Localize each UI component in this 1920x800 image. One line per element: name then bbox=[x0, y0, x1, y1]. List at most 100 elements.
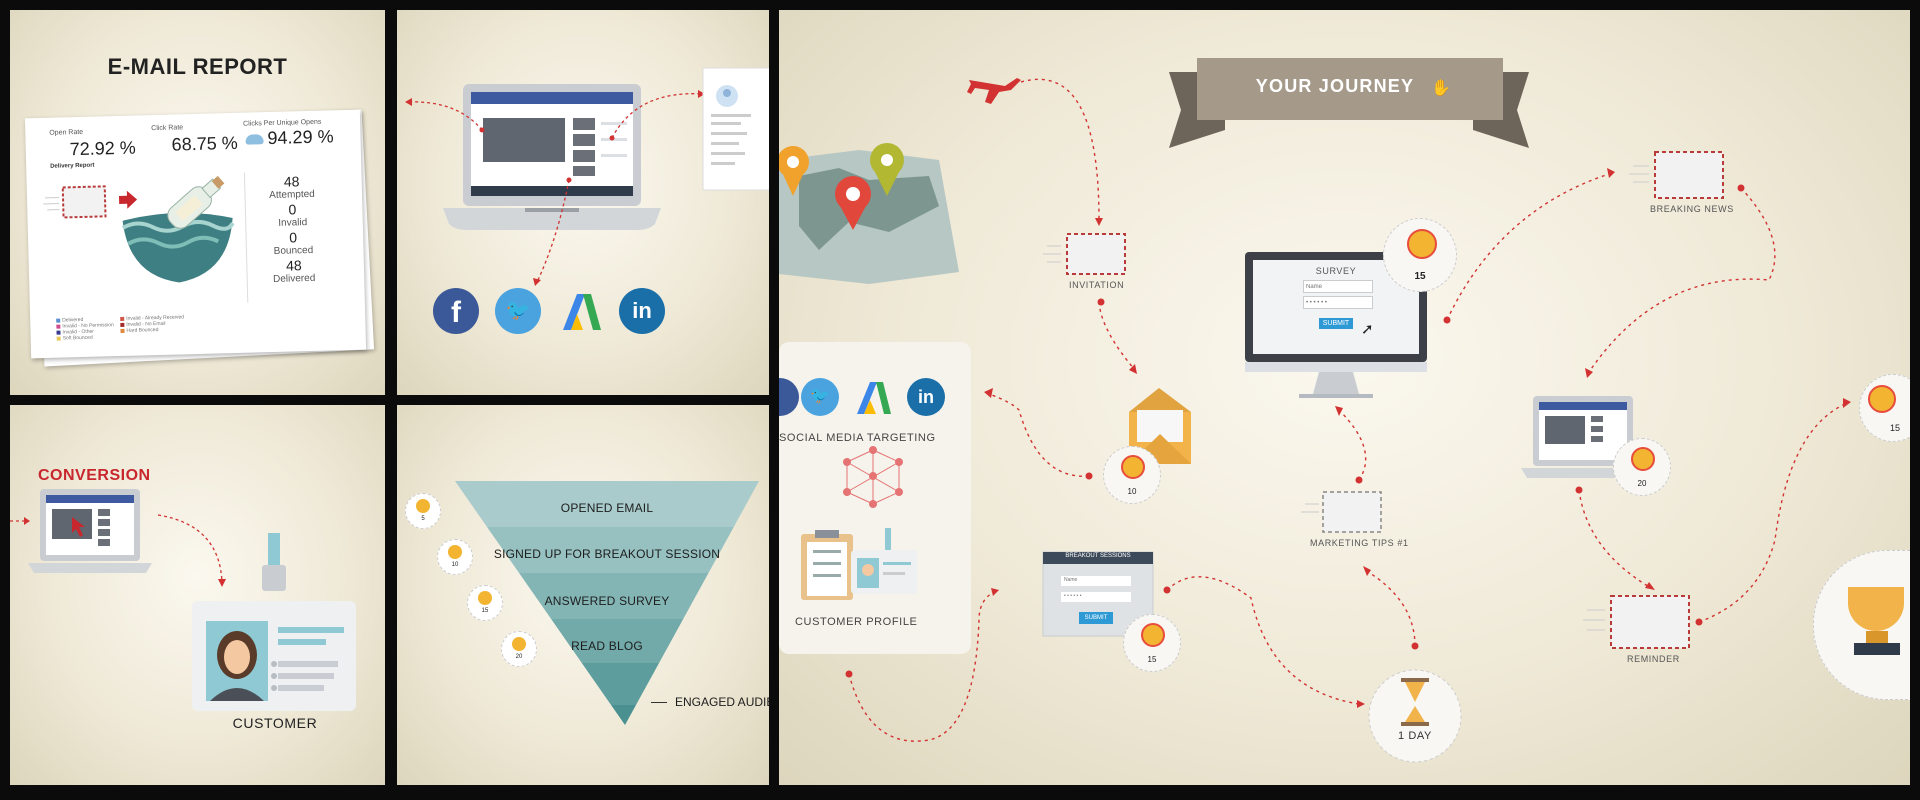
award-icon bbox=[448, 545, 462, 559]
invalid-label: Invalid bbox=[278, 217, 308, 229]
envelope-icon bbox=[43, 185, 107, 219]
bounced-label: Bounced bbox=[273, 244, 314, 257]
reminder-envelope-icon bbox=[1583, 595, 1690, 649]
email-report-panel: E-MAIL REPORT Open Rate 72.92 % Click Ra… bbox=[10, 10, 385, 395]
funnel-stage-4: READ BLOG bbox=[571, 639, 643, 653]
laptop-award-badge: 20 bbox=[1613, 438, 1671, 496]
award-icon bbox=[1631, 447, 1655, 471]
award-icon bbox=[1868, 385, 1896, 413]
conversion-title: CONVERSION bbox=[38, 467, 151, 484]
map-pin-orange bbox=[779, 146, 809, 196]
badge-value: 20 bbox=[515, 654, 523, 660]
survey-name-input[interactable] bbox=[1303, 280, 1373, 293]
marketing-tips-label: MARKETING TIPS #1 bbox=[1310, 538, 1409, 548]
breaking-news-label: BREAKING NEWS bbox=[1650, 204, 1734, 214]
facebook-icon[interactable] bbox=[779, 378, 799, 416]
award-icon bbox=[1141, 623, 1165, 647]
badge-value: 15 bbox=[481, 608, 489, 614]
airplane-icon bbox=[967, 78, 1021, 104]
funnel-badge-1: 5 bbox=[405, 493, 441, 529]
breakout-submit-button[interactable]: SUBMIT bbox=[1084, 615, 1108, 621]
envelope-award-badge: 10 bbox=[1103, 446, 1161, 504]
badge-value: 5 bbox=[421, 516, 425, 522]
id-card-icon bbox=[851, 528, 917, 594]
clipboard-icon bbox=[801, 530, 853, 600]
journey-illustration bbox=[779, 58, 1851, 763]
linkedin-glyph: in bbox=[918, 387, 934, 407]
customer-label: CUSTOMER bbox=[232, 715, 318, 731]
bottle-illustration bbox=[43, 172, 249, 303]
invalid-value: 0 bbox=[288, 201, 297, 218]
attempted-label: Attempted bbox=[269, 188, 315, 202]
map-pin-green bbox=[870, 143, 904, 196]
conversion-panel: CONVERSION CUSTOMER bbox=[10, 405, 385, 785]
funnel-layer-1 bbox=[455, 481, 759, 527]
breakout-award-badge: 15 bbox=[1123, 614, 1181, 672]
engaged-label: ENGAGED AUDIEN bbox=[675, 695, 769, 709]
one-day-label: 1 DAY bbox=[1398, 730, 1432, 742]
linkedin-icon[interactable]: in bbox=[619, 288, 665, 334]
breakout-name-input[interactable] bbox=[1061, 576, 1131, 584]
adwords-icon[interactable] bbox=[557, 288, 603, 334]
linkedin-icon[interactable]: in bbox=[907, 378, 945, 416]
funnel-badge-2: 10 bbox=[437, 539, 473, 575]
survey-title: SURVEY bbox=[1315, 266, 1357, 276]
breaking-news-envelope-icon bbox=[1629, 151, 1724, 199]
invitation-label: INVITATION bbox=[1069, 280, 1125, 290]
funnel-stage-1: OPENED EMAIL bbox=[560, 501, 654, 515]
breakout-password-input[interactable] bbox=[1061, 592, 1131, 600]
survey-password-input[interactable] bbox=[1303, 296, 1373, 309]
funnel-badge-4: 20 bbox=[501, 631, 537, 667]
customer-profile-label: CUSTOMER PROFILE bbox=[795, 616, 918, 628]
report-sheet: Open Rate 72.92 % Click Rate 68.75 % Cli… bbox=[24, 109, 367, 359]
award-icon bbox=[512, 637, 526, 651]
conversion-illustration bbox=[10, 489, 356, 711]
map-pin-red bbox=[835, 176, 871, 230]
trophy-icon bbox=[1848, 587, 1904, 631]
legend-item: Hard Bounced bbox=[126, 327, 159, 334]
twitter-icon[interactable]: 🐦 bbox=[495, 288, 541, 334]
facebook-icon[interactable]: f bbox=[433, 288, 479, 334]
cursor-icon bbox=[72, 517, 85, 537]
engaged-arrow bbox=[651, 702, 667, 703]
badge-value: 20 bbox=[1637, 479, 1647, 488]
funnel-chart bbox=[455, 481, 759, 725]
email-report-title: E-MAIL REPORT bbox=[107, 54, 288, 79]
legend-item: Soft Bounced bbox=[62, 334, 93, 342]
marketing-tips-envelope-icon bbox=[1301, 491, 1382, 533]
award-icon bbox=[1407, 229, 1437, 259]
hourglass-icon bbox=[1401, 678, 1429, 726]
attempted-value: 48 bbox=[283, 173, 300, 190]
badge-value: 10 bbox=[1127, 487, 1137, 496]
bounced-value: 0 bbox=[289, 229, 298, 246]
journey-panel: YOUR JOURNEY ✋ INVITATION BREAKING NEWS … bbox=[779, 10, 1910, 785]
funnel-layer-6 bbox=[611, 705, 636, 725]
twitter-glyph: 🐦 bbox=[505, 300, 531, 322]
bottle-icon bbox=[167, 175, 225, 229]
breakout-title: BREAKOUT SESSIONS bbox=[1065, 553, 1131, 559]
funnel-layer-5 bbox=[581, 663, 660, 705]
delivered-label: Delivered bbox=[272, 272, 316, 285]
edge-award-badge: 15 bbox=[1859, 374, 1910, 442]
reminder-label: REMINDER bbox=[1627, 654, 1680, 664]
funnel-stage-2: SIGNED UP FOR BREAKOUT SESSION bbox=[493, 547, 721, 561]
laptop-illustration bbox=[405, 67, 769, 286]
funnel-layer-3 bbox=[519, 573, 709, 619]
badge-value: 15 bbox=[1147, 655, 1157, 664]
invitation-envelope-icon bbox=[1043, 233, 1126, 275]
funnel-badge-3: 15 bbox=[467, 585, 503, 621]
cursor-icon: ➚ bbox=[1361, 321, 1374, 338]
network-icon bbox=[843, 446, 903, 508]
funnel-panel: OPENED EMAIL SIGNED UP FOR BREAKOUT SESS… bbox=[397, 405, 769, 785]
funnel-layer-4 bbox=[551, 619, 684, 663]
award-icon bbox=[478, 591, 492, 605]
survey-submit-button[interactable]: SUBMIT bbox=[1319, 318, 1353, 329]
delivered-value: 48 bbox=[285, 257, 302, 274]
adwords-icon[interactable] bbox=[853, 378, 893, 418]
cursor-click-icon: ✋ bbox=[1431, 80, 1451, 97]
funnel-stage-3: ANSWERED SURVEY bbox=[544, 594, 670, 608]
facebook-glyph: f bbox=[451, 296, 461, 329]
journey-banner-title: YOUR JOURNEY bbox=[1255, 76, 1415, 96]
twitter-icon[interactable]: 🐦 bbox=[801, 378, 839, 416]
arrow-right-icon bbox=[118, 190, 138, 209]
